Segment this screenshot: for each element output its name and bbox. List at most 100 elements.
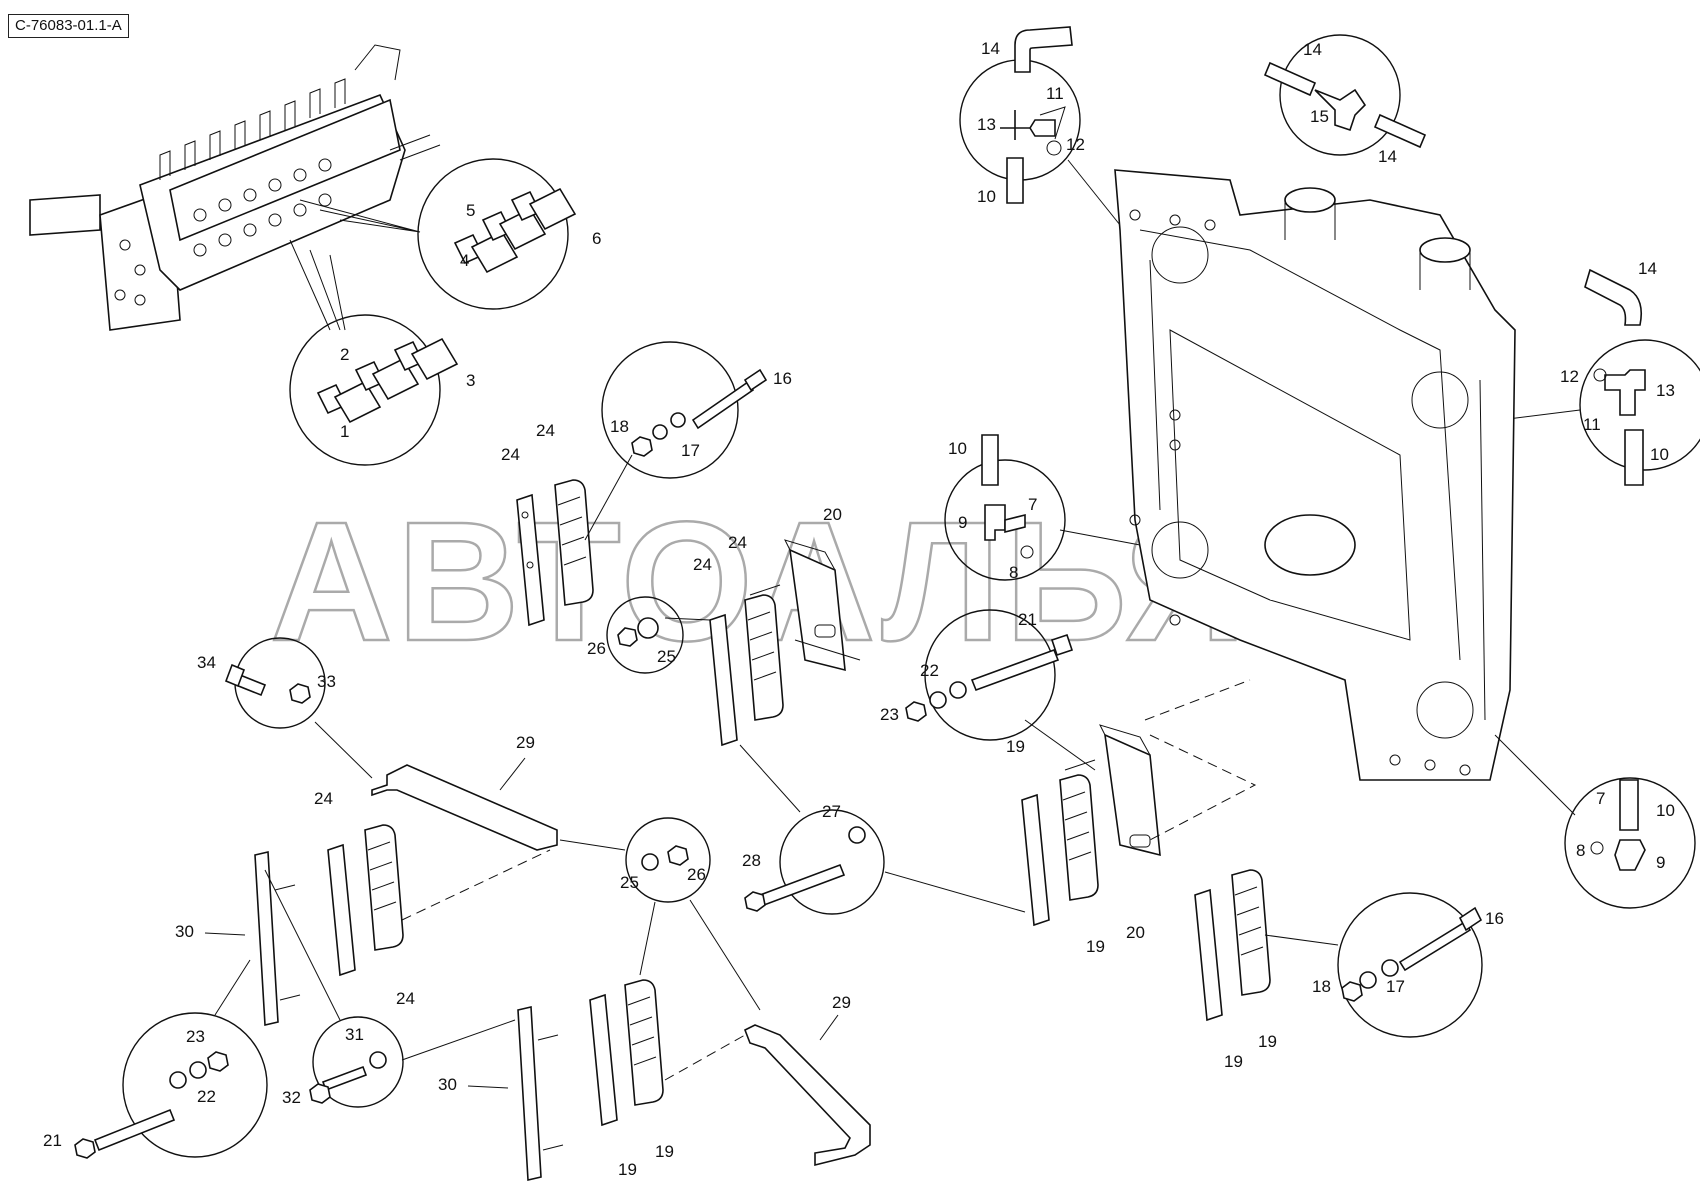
- callout-19-right-a: 19: [1006, 737, 1025, 756]
- dash-line-left: [401, 849, 551, 921]
- bolt-detail-27-28: [744, 809, 885, 915]
- leader-25-upper: [664, 617, 711, 621]
- clamp-pair-upper-left: [516, 479, 594, 627]
- clamp-pair-left: [327, 824, 404, 977]
- callout-32: 32: [282, 1088, 301, 1107]
- clamp-pair-right-lower: [1194, 869, 1271, 1022]
- callout-19-right-b: 19: [1086, 937, 1105, 956]
- detail-fittings-10-9-7-8: [944, 434, 1066, 581]
- callout-9-right: 9: [1656, 853, 1665, 872]
- bolt-detail-21-22-23-left: [74, 1012, 268, 1159]
- callout-11-top: 11: [1046, 84, 1064, 103]
- main-frame: [1114, 169, 1516, 781]
- callout-14-tee-upper: 14: [1303, 40, 1322, 59]
- callout-20-upper: 20: [823, 505, 842, 524]
- callout-10-right-lower: 10: [1656, 801, 1675, 820]
- callout-17-upper: 17: [681, 441, 700, 460]
- callout-25-lower: 25: [620, 873, 639, 892]
- leader-21-center: [794, 639, 861, 661]
- leader-31: [264, 869, 341, 1021]
- callout-22-center: 22: [920, 661, 939, 680]
- detail-fittings-7-10-8-9: [1564, 777, 1696, 909]
- callout-29-left: 29: [516, 733, 535, 752]
- leader-27-b: [739, 744, 801, 813]
- callout-15: 15: [1310, 107, 1329, 126]
- callout-18-upper: 18: [610, 417, 629, 436]
- callout-30-left: 30: [175, 922, 194, 941]
- callout-2: 2: [340, 345, 349, 364]
- leader-23-left: [214, 959, 251, 1016]
- leader-31-b: [401, 1019, 516, 1061]
- nut-detail-25-26-lower: [625, 817, 711, 903]
- callout-8-center: 8: [1009, 563, 1018, 582]
- callout-26-lower: 26: [687, 865, 706, 884]
- rod-29-lower: [743, 1024, 871, 1167]
- leader-center-detail-to-frame: [1059, 529, 1141, 546]
- callout-23-left: 23: [186, 1027, 205, 1046]
- callout-4: 4: [460, 251, 469, 270]
- dash-line-bottom: [664, 1034, 746, 1081]
- callout-19-right-d: 19: [1258, 1032, 1277, 1051]
- callout-23-center: 23: [880, 705, 899, 724]
- clamp-pair-right-middle: [1021, 774, 1099, 927]
- callout-30-center: 30: [438, 1075, 457, 1094]
- nut-detail-26-25: [606, 596, 684, 674]
- leader-25-lower-c: [689, 899, 761, 1011]
- callout-24-a: 24: [501, 445, 520, 464]
- callout-13-right: 13: [1656, 381, 1675, 400]
- callout-27: 27: [822, 802, 841, 821]
- callout-7-right: 7: [1596, 789, 1605, 808]
- bracket-20-upper: [749, 539, 846, 672]
- callout-12-top: 12: [1066, 135, 1085, 154]
- callout-25-upper: 25: [657, 647, 676, 666]
- drawing-reference: C-76083-01.1-A: [8, 14, 129, 38]
- leader-top-detail-to-frame: [1067, 159, 1121, 226]
- leader-33: [314, 721, 373, 779]
- leader-29-left: [499, 757, 526, 791]
- bolt-detail-21-22-23-center: [905, 609, 1074, 741]
- leader-27: [884, 871, 1026, 913]
- callout-7-center: 7: [1028, 495, 1037, 514]
- callout-17-lower: 17: [1386, 977, 1405, 996]
- callout-16-lower: 16: [1485, 909, 1504, 928]
- callout-11-right: 11: [1583, 415, 1601, 434]
- callout-10-center: 10: [948, 439, 967, 458]
- dash-line-frame: [1149, 734, 1257, 841]
- callout-10-top: 10: [977, 187, 996, 206]
- callout-19-bottom-b: 19: [655, 1142, 674, 1161]
- callout-24-e: 24: [314, 789, 333, 808]
- callout-18-lower: 18: [1312, 977, 1331, 996]
- leader-16-lower: [1264, 934, 1339, 946]
- leader-25-lower: [559, 839, 626, 851]
- callout-19-right-c: 19: [1224, 1052, 1243, 1071]
- leader-29-lower: [819, 1014, 839, 1041]
- callout-24-b: 24: [536, 421, 555, 440]
- callout-14-tee-lower: 14: [1378, 147, 1397, 166]
- leader-right-lower: [1494, 734, 1576, 816]
- callout-22-left: 22: [197, 1087, 216, 1106]
- clamp-pair-bottom: [589, 979, 664, 1127]
- callout-24-c: 24: [728, 533, 747, 552]
- callout-14-top-left: 14: [981, 39, 1000, 58]
- leader-25-lower-b: [639, 901, 656, 976]
- leader-30-left: [204, 932, 246, 936]
- callout-33: 33: [317, 672, 336, 691]
- callout-10-right: 10: [1650, 445, 1669, 464]
- callout-16-upper: 16: [773, 369, 792, 388]
- callout-19-bottom-a: 19: [618, 1160, 637, 1179]
- callout-31: 31: [345, 1025, 364, 1044]
- detail-fittings-right: [1579, 268, 1700, 486]
- rod-29-left: [371, 764, 558, 851]
- bolt-detail-31-32: [309, 1016, 404, 1108]
- clamp-pair-middle: [709, 594, 784, 747]
- callout-21-left: 21: [43, 1131, 62, 1150]
- callout-5: 5: [466, 201, 475, 220]
- bolt-detail-34-33: [224, 637, 326, 729]
- plate-30-left: [254, 851, 301, 1026]
- detail-fittings-14-15-14: [1263, 34, 1427, 156]
- control-valve-block: [29, 44, 441, 331]
- leader-21-center-b: [1024, 719, 1096, 771]
- callout-9-center: 9: [958, 513, 967, 532]
- detail-fittings-14-11-13-12-10: [959, 26, 1081, 204]
